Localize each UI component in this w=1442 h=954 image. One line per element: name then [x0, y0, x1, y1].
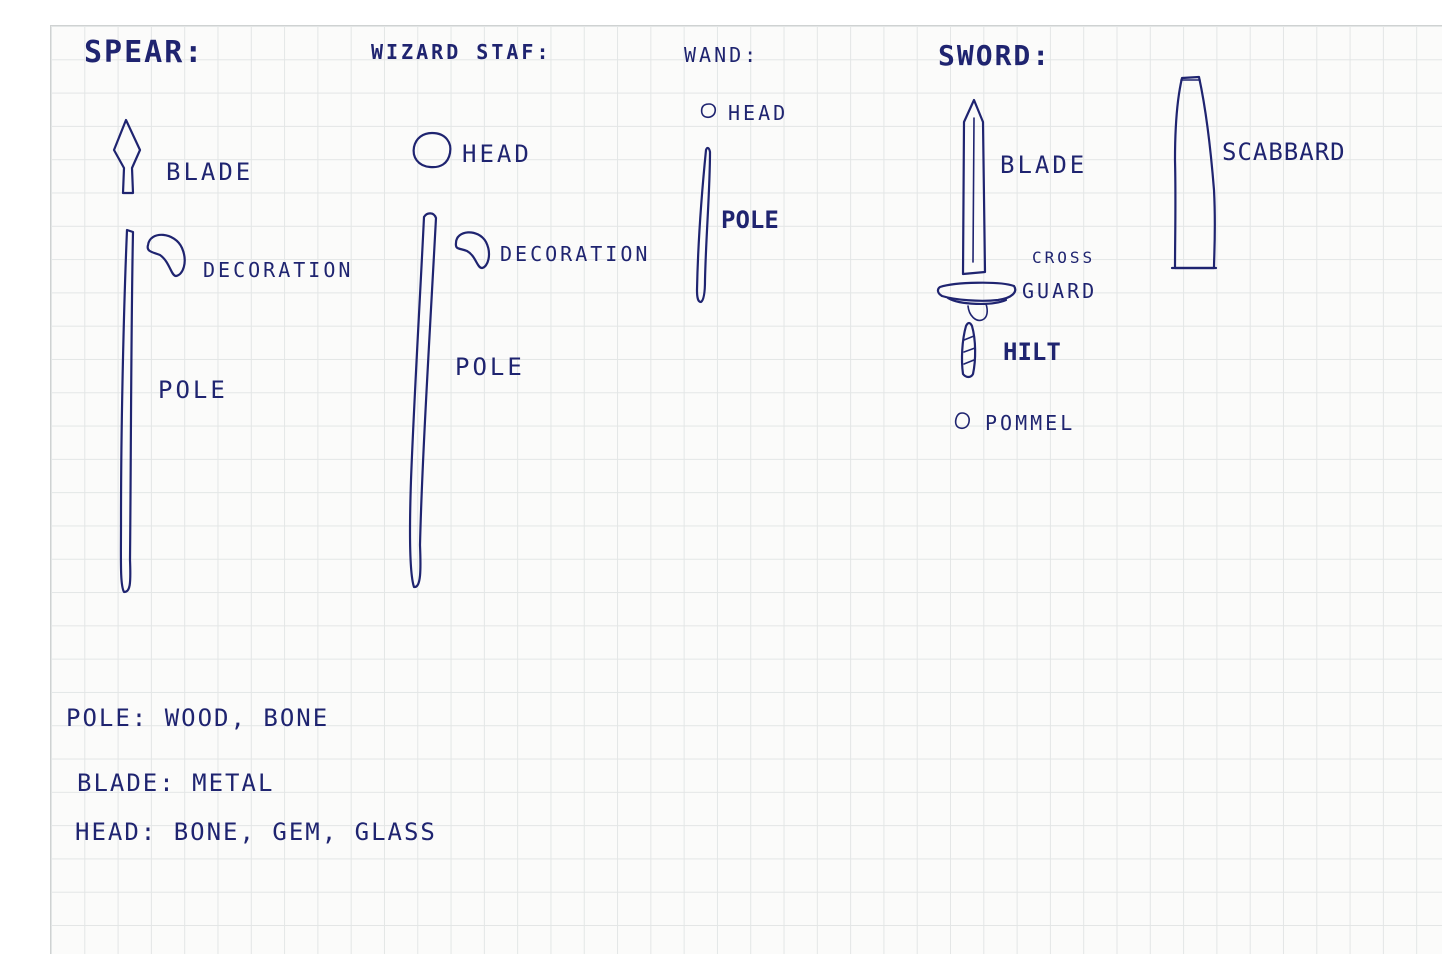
spear-pole-label: POLE [158, 376, 228, 404]
staff-pole-label: POLE [455, 353, 525, 381]
staff-drawing [408, 131, 491, 589]
wand-drawing [695, 103, 717, 304]
grid-paper [50, 25, 1442, 954]
wand-head-label: HEAD [728, 101, 789, 125]
staff-title: WIZARD STAF: [371, 40, 552, 64]
sword-pommel-shape [954, 412, 970, 430]
staff-decoration-shape [454, 231, 491, 270]
spear-title: SPEAR: [84, 35, 205, 70]
sword-blade-shape [961, 98, 987, 276]
sword-hilt-shape [960, 321, 977, 379]
sword-title: SWORD: [938, 39, 1052, 72]
staff-decoration-label: DECORATION [500, 242, 651, 266]
wand-title: WAND: [684, 43, 760, 67]
spear-blade-label: BLADE [166, 158, 254, 186]
sword-ricasso-shape [967, 303, 988, 322]
sword-hilt-wrap [963, 335, 976, 365]
sword-hilt-label: HILT [1003, 338, 1061, 366]
scabbard-drawing [1170, 75, 1218, 270]
materials-blade-note: BLADE: METAL [77, 769, 275, 797]
spear-blade-shape [112, 118, 142, 195]
sword-blade-label: BLADE [1000, 151, 1088, 179]
sword-blade-fuller [972, 117, 975, 263]
sword-guard-label: GUARD [1022, 279, 1098, 303]
sword-crossguard-lower [946, 296, 1008, 305]
sword-drawing [936, 98, 1017, 430]
wand-pole-shape [695, 146, 712, 304]
spear-decoration-label: DECORATION [203, 258, 354, 282]
spear-decoration-shape [146, 233, 186, 278]
wand-pole-label: POLE [721, 206, 779, 234]
sword-pommel-label: POMMEL [985, 411, 1076, 435]
materials-pole-note: POLE: WOOD, BONE [66, 704, 330, 732]
spear-pole-shape [119, 228, 135, 594]
wand-head-shape [700, 103, 717, 119]
sword-crossguard-shape [936, 281, 1017, 302]
staff-pole-shape [408, 212, 438, 589]
materials-head-note: HEAD: BONE, GEM, GLASS [75, 818, 437, 846]
spear-drawing [112, 118, 186, 594]
scabbard-label: SCABBARD [1222, 138, 1346, 166]
staff-head-label: HEAD [462, 140, 532, 168]
staff-head-shape [412, 131, 452, 169]
scabbard-shape [1173, 75, 1216, 270]
sword-cross-label: CROSS [1032, 248, 1096, 267]
